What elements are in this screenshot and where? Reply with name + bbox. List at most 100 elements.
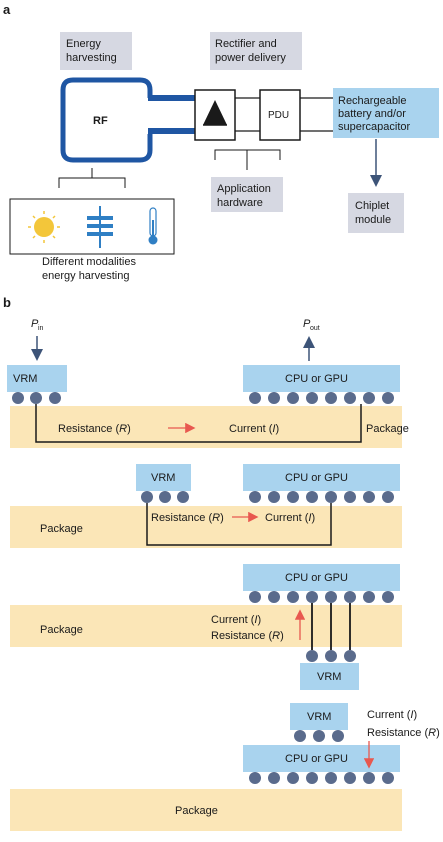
cpu-label-1: CPU or GPU xyxy=(285,373,348,385)
bump xyxy=(287,772,299,784)
bump xyxy=(332,730,344,742)
vrm-label-1: VRM xyxy=(13,373,37,385)
application-label-1: Application xyxy=(217,183,271,195)
diode-icon xyxy=(203,100,227,125)
bump xyxy=(159,491,171,503)
capacitor-icon xyxy=(87,206,113,248)
bump xyxy=(306,591,318,603)
bump xyxy=(249,491,261,503)
resistance-label-4: Resistance (R) xyxy=(367,727,440,739)
bump xyxy=(325,650,337,662)
p-out-subscript: out xyxy=(310,325,320,332)
package-label-3: Package xyxy=(40,624,83,636)
bump xyxy=(363,491,375,503)
bump xyxy=(325,591,337,603)
bump xyxy=(287,491,299,503)
current-label-3: Current (I) xyxy=(211,614,261,626)
vrm-label-2: VRM xyxy=(151,472,175,484)
vertical-traces-3 xyxy=(311,603,351,650)
bump-row-3 xyxy=(249,591,394,603)
bump xyxy=(268,491,280,503)
resistance-label-1: Resistance (R) xyxy=(58,423,131,435)
bump xyxy=(382,392,394,404)
bump-row-4a xyxy=(294,730,344,742)
bump xyxy=(177,491,189,503)
bump xyxy=(344,392,356,404)
bump xyxy=(344,650,356,662)
bump xyxy=(363,392,375,404)
bump xyxy=(294,730,306,742)
resistance-label-2: Resistance (R) xyxy=(151,512,224,524)
bump xyxy=(325,392,337,404)
storage-box xyxy=(333,88,439,138)
package-1 xyxy=(10,406,402,448)
bump xyxy=(363,591,375,603)
bump xyxy=(306,650,318,662)
cpu-box-3 xyxy=(243,564,400,591)
vrm-box-2 xyxy=(136,464,191,491)
rf-lead-bottom xyxy=(148,128,195,134)
storage-label-1: Rechargeable xyxy=(338,95,407,107)
package-3 xyxy=(10,605,402,647)
bump xyxy=(325,772,337,784)
cpu-box-1 xyxy=(243,365,400,392)
bump xyxy=(313,730,325,742)
rectifier-label-2: power delivery xyxy=(215,52,286,64)
bump xyxy=(306,491,318,503)
package-4 xyxy=(10,789,402,831)
hardware-bracket xyxy=(214,149,281,170)
application-label-2: hardware xyxy=(217,197,263,209)
cpu-label-3: CPU or GPU xyxy=(285,572,348,584)
bump-row-3b xyxy=(306,650,356,662)
modalities-label-1: Different modalities xyxy=(42,256,136,268)
p-out-label: P xyxy=(303,318,311,330)
panel-b-label: b xyxy=(3,295,11,310)
rectifier-box xyxy=(210,32,302,70)
vrm-box-3 xyxy=(300,663,359,690)
energy-harvesting-box xyxy=(60,32,132,70)
vrm-label-4: VRM xyxy=(307,711,331,723)
chiplet-label-2: module xyxy=(355,214,391,226)
bump xyxy=(382,772,394,784)
current-label-4: Current (I) xyxy=(367,709,417,721)
bump xyxy=(141,491,153,503)
rectifier-label-1: Rectifier and xyxy=(215,38,277,50)
rf-antenna xyxy=(60,77,153,163)
cpu-label-2: CPU or GPU xyxy=(285,472,348,484)
pdu-label: PDU xyxy=(268,110,289,121)
chiplet-label-1: Chiplet xyxy=(355,200,389,212)
bump xyxy=(30,392,42,404)
application-box xyxy=(211,177,283,212)
vrm-box-1 xyxy=(7,365,67,392)
rf-label: RF xyxy=(93,115,108,127)
p-in-label: P xyxy=(31,318,39,330)
bump xyxy=(344,591,356,603)
bump xyxy=(249,392,261,404)
bump xyxy=(268,392,280,404)
bump xyxy=(306,772,318,784)
bump xyxy=(363,772,375,784)
p-in-subscript: in xyxy=(38,325,44,332)
cpu-box-2 xyxy=(243,464,400,491)
modalities-bracket xyxy=(58,168,126,188)
bump xyxy=(287,392,299,404)
current-label-1: Current (I) xyxy=(229,423,279,435)
cpu-label-4: CPU or GPU xyxy=(285,753,348,765)
thermometer-icon xyxy=(148,207,158,245)
energy-harvesting-label-2: harvesting xyxy=(66,52,117,64)
storage-label-2: battery and/or xyxy=(338,108,406,120)
panel-a-label: a xyxy=(3,2,11,17)
bump-row-2 xyxy=(141,491,394,503)
trace-1 xyxy=(35,404,362,443)
bump xyxy=(268,772,280,784)
bump xyxy=(12,392,24,404)
bump xyxy=(249,772,261,784)
bump xyxy=(382,491,394,503)
bump xyxy=(344,772,356,784)
sun-icon xyxy=(28,211,60,243)
vrm-label-3: VRM xyxy=(317,671,341,683)
bump xyxy=(306,392,318,404)
storage-label-3: supercapacitor xyxy=(338,121,410,133)
modalities-label-2: energy harvesting xyxy=(42,270,129,282)
